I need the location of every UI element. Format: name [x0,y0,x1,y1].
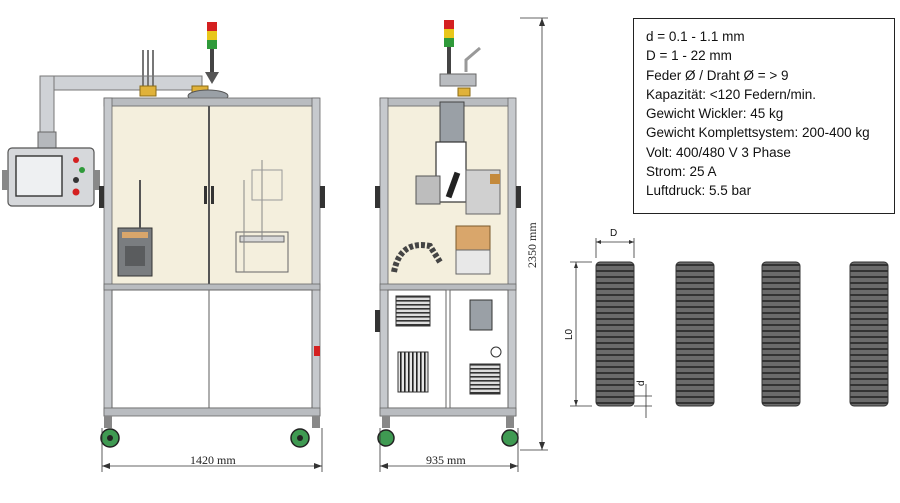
spring-dimensions: D L0 d [564,228,652,418]
signal-green-light [207,40,217,49]
wire-diameter-label: d [636,380,647,386]
vent-grille [395,295,431,327]
spring-2 [675,261,715,407]
spring-3 [761,261,801,407]
side-width-label: 935 mm [426,453,466,467]
spec-voltage: Volt: 400/480 V 3 Phase [646,144,791,160]
spring-1 [595,261,635,407]
spec-spring-diameter: D = 1 - 22 mm [646,48,732,64]
spring-illustrations [595,261,889,407]
front-width-label: 1420 mm [190,453,236,467]
caster-wheel [501,429,519,447]
vent-grille [397,351,429,393]
spec-capacity: Kapazität: <120 Federn/min. [646,86,816,102]
spec-air-pressure: Luftdruck: 5.5 bar [646,183,752,199]
signal-green-light [444,38,454,47]
control-screen [15,155,63,197]
spec-wire-diameter: d = 0.1 - 1.1 mm [646,29,745,44]
spec-system-weight: Gewicht Komplettsystem: 200-400 kg [646,125,870,141]
free-length-label: L0 [564,328,575,340]
vent-grille [469,363,501,395]
front-width-dimension: 1420 mm [101,428,323,472]
signal-red-light [444,20,454,29]
side-width-dimension: 935 mm [379,428,519,472]
height-label: 2350 mm [525,222,539,268]
specifications-box: d = 0.1 - 1.1 mm D = 1 - 22 mm Feder Ø /… [633,18,895,214]
caster-wheel [377,429,395,447]
spec-current: Strom: 25 A [646,164,717,180]
signal-yellow-light [207,31,217,40]
outer-diameter-label: D [610,228,617,239]
height-dimension: 2350 mm [520,17,548,451]
spring-4 [849,261,889,407]
spec-winder-weight: Gewicht Wickler: 45 kg [646,106,784,122]
spec-diameter-ratio: Feder Ø / Draht Ø = > 9 [646,67,789,83]
signal-yellow-light [444,29,454,38]
front-view-machine [2,22,325,448]
side-view-machine [375,20,521,447]
signal-red-light [207,22,217,31]
